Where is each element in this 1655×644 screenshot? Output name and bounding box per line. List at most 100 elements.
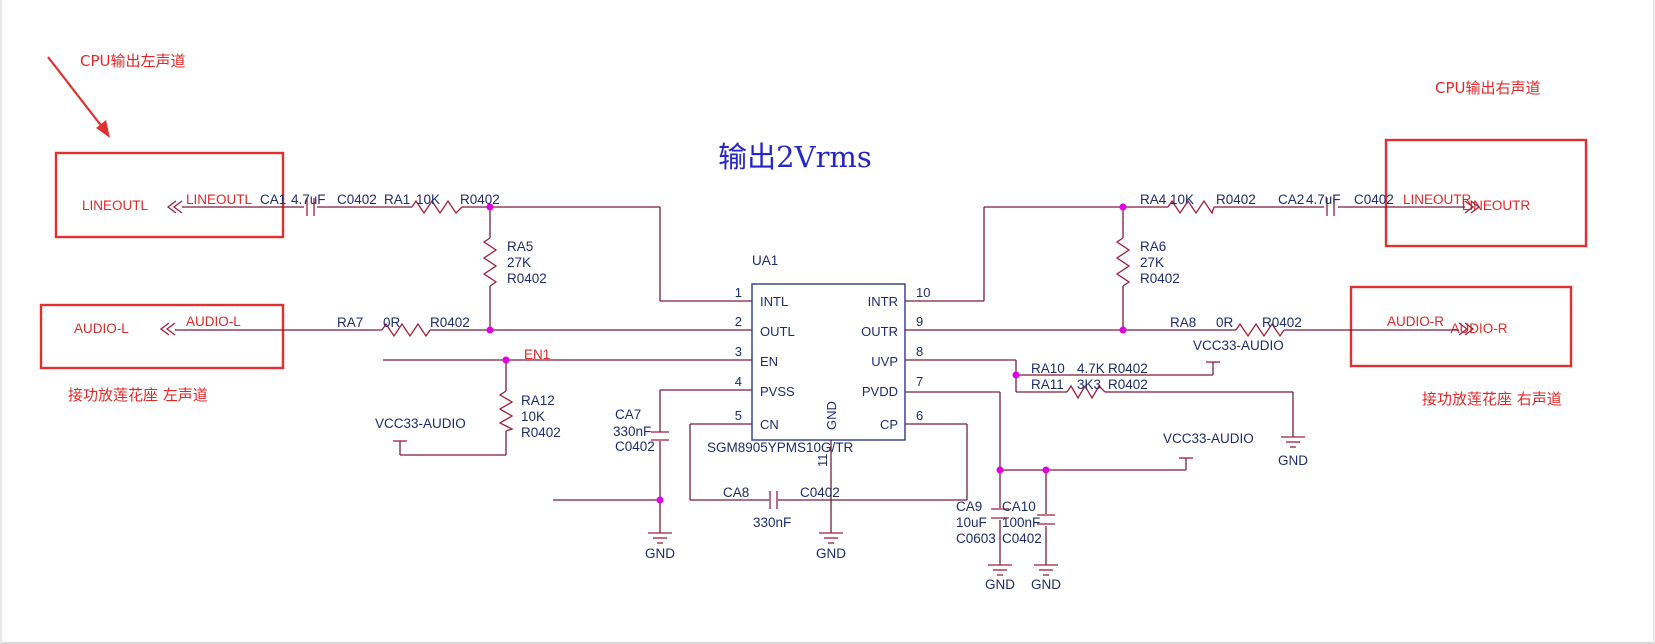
vcc-right-bottom-label: VCC33-AUDIO: [1163, 431, 1254, 446]
ra11-ref: RA11: [1031, 377, 1064, 392]
ca1-value: 4.7uF: [291, 192, 326, 207]
ra7-value: 0R: [383, 315, 401, 330]
ra8-ref: RA8: [1170, 315, 1196, 330]
annotation-arrow-line: [47, 56, 104, 129]
resistor-ra11: [1066, 384, 1106, 400]
net-label-en1: EN1: [524, 347, 550, 362]
highlight-box-lineoutr: [1384, 138, 1588, 248]
ra6-ref: RA6: [1140, 239, 1166, 254]
vcc-left-label: VCC33-AUDIO: [375, 416, 466, 431]
pin-name-cp: CP: [880, 417, 898, 432]
ca7-pkg: C0402: [615, 439, 655, 454]
capacitor-symbols: [306, 198, 1335, 525]
pin-name-uvp: UVP: [871, 354, 898, 369]
pin-name-intr: INTR: [868, 294, 898, 309]
annotation-cpu-left: CPU输出左声道: [47, 52, 186, 138]
ca1-pkg: C0402: [337, 192, 377, 207]
ra8-pkg: R0402: [1262, 315, 1302, 330]
pin-name-pvdd: PVDD: [862, 384, 898, 399]
pin-num-2: 2: [735, 314, 742, 329]
resistor-ra8: [1235, 322, 1285, 338]
ca7-value: 330nF: [613, 424, 651, 439]
pin-num-10: 10: [916, 285, 930, 300]
ground-icon: [648, 532, 672, 544]
ra5-pkg: R0402: [507, 271, 547, 286]
port-audio-l: AUDIO-L: [74, 321, 129, 336]
port-audio-r: AUDIO-R: [1451, 321, 1508, 336]
annotation-cpu-right: CPU输出右声道: [1435, 79, 1541, 97]
pin-num-7: 7: [916, 374, 923, 389]
gnd-label: GND: [1278, 453, 1308, 468]
schematic-title: 输出2Vrms: [718, 140, 872, 174]
pin-name-intl: INTL: [760, 294, 788, 309]
ca8-ref: CA8: [723, 485, 749, 500]
resistor-ra7: [381, 322, 431, 338]
ca8-value: 330nF: [753, 515, 791, 530]
pin-num-5: 5: [735, 408, 742, 423]
annotation-amp-left: 接功放莲花座 左声道: [68, 386, 208, 404]
port-lineoutr: LINEOUTR: [1462, 198, 1531, 213]
resistor-ra1: [411, 199, 463, 215]
ra10-value: 4.7K: [1077, 361, 1105, 376]
pin-num-9: 9: [916, 314, 923, 329]
ra10-ref: RA10: [1031, 361, 1065, 376]
ra1-pkg: R0402: [460, 192, 500, 207]
ra5-value: 27K: [507, 255, 531, 270]
ground-icon: [1034, 564, 1058, 576]
pin-num-3: 3: [735, 344, 742, 359]
ra6-value: 27K: [1140, 255, 1164, 270]
ra5-ref: RA5: [507, 239, 533, 254]
ca2-value: 4.7uF: [1306, 192, 1341, 207]
ra6-pkg: R0402: [1140, 271, 1180, 286]
chip-gnd-pin: 11: [815, 454, 830, 468]
junction-dots: [486, 203, 1127, 504]
ra12-ref: RA12: [521, 393, 555, 408]
ground-symbols: [648, 436, 1305, 576]
ca10-value: 100nF: [1002, 515, 1040, 530]
pin-name-en: EN: [760, 354, 778, 369]
ca9-pkg: C0603: [956, 531, 996, 546]
ra1-ref: RA1: [384, 192, 410, 207]
ra4-value: 10K: [1170, 192, 1194, 207]
pin-name-cn: CN: [760, 417, 779, 432]
ground-icon: [819, 532, 843, 544]
ca9-ref: CA9: [956, 499, 982, 514]
ra4-ref: RA4: [1140, 192, 1167, 207]
chip-gnd-label: GND: [824, 401, 839, 430]
ra12-pkg: R0402: [521, 425, 561, 440]
highlight-box-audio-r: [1349, 285, 1573, 368]
highlight-box-lineoutl: [54, 151, 285, 239]
vcc-right-top-label: VCC33-AUDIO: [1193, 338, 1284, 353]
ra11-pkg: R0402: [1108, 377, 1148, 392]
pin-num-8: 8: [916, 344, 923, 359]
ca9-value: 10uF: [956, 515, 987, 530]
pin-name-outl: OUTL: [760, 324, 795, 339]
resistor-ra12: [498, 390, 514, 432]
resistor-symbols: [381, 199, 1285, 432]
annotation-cpu-left-text: CPU输出左声道: [80, 52, 186, 70]
gnd-label: GND: [1031, 577, 1061, 592]
ra1-value: 10K: [416, 192, 440, 207]
ca8-pkg: C0402: [800, 485, 840, 500]
ra7-ref: RA7: [337, 315, 363, 330]
ca10-pkg: C0402: [1002, 531, 1042, 546]
ca2-ref: CA2: [1278, 192, 1304, 207]
power-symbols: [393, 361, 1220, 459]
net-label-lineoutr: LINEOUTR: [1403, 192, 1472, 207]
resistor-ra5: [482, 237, 498, 287]
net-label-audio-r: AUDIO-R: [1387, 314, 1444, 329]
net-label-lineoutl: LINEOUTL: [186, 192, 253, 207]
ra4-pkg: R0402: [1216, 192, 1256, 207]
gnd-label: GND: [816, 546, 846, 561]
ra8-value: 0R: [1216, 315, 1234, 330]
annotation-amp-right: 接功放莲花座 右声道: [1422, 390, 1562, 408]
ra12-value: 10K: [521, 409, 545, 424]
ra11-value: 3K3: [1077, 377, 1101, 392]
highlight-box-audio-l: [39, 303, 285, 370]
pin-name-outr: OUTR: [861, 324, 898, 339]
ca7-ref: CA7: [615, 407, 641, 422]
wires-right: [905, 206, 1465, 565]
chip-part: SGM8905YPMS10G/TR: [707, 440, 854, 455]
